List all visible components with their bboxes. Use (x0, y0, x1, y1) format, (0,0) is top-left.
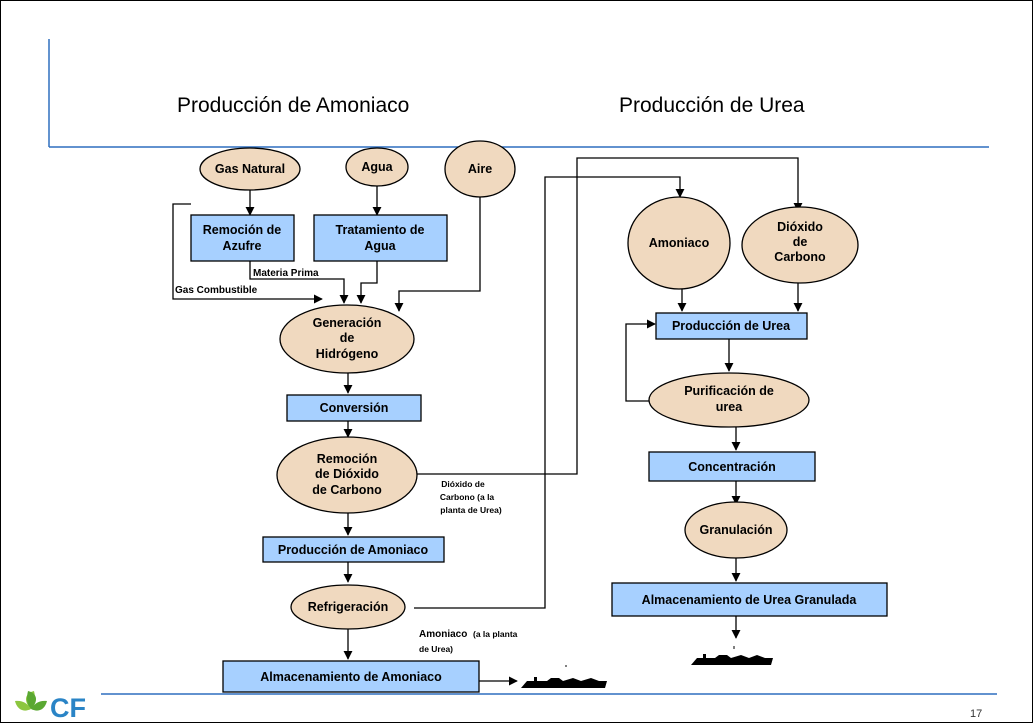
svg-text:Amoniaco: Amoniaco (649, 236, 710, 250)
node-agua: Agua (345, 147, 409, 187)
svg-text:Carbono (a la: Carbono (a la (440, 492, 495, 502)
svg-text:Carbono: Carbono (774, 250, 826, 264)
svg-text:Azufre: Azufre (223, 239, 262, 253)
label-gas-combustible: Gas Combustible (175, 285, 258, 296)
svg-text:Conversión: Conversión (320, 401, 389, 415)
logo-text: CF (50, 693, 86, 722)
svg-text:Amoniaco: Amoniaco (419, 629, 467, 640)
node-produccion-urea: Producción de Urea (655, 312, 808, 340)
svg-text:Dióxido de: Dióxido de (441, 479, 485, 489)
ammonia-connectors (172, 185, 518, 686)
node-conversion: Conversión (286, 394, 422, 422)
svg-text:de: de (340, 331, 355, 345)
svg-text:Dióxido: Dióxido (777, 220, 823, 234)
svg-text:Agua: Agua (361, 160, 393, 174)
node-remocion-azufre: Remoción de Azufre (190, 214, 295, 262)
node-concentracion: Concentración (648, 451, 816, 482)
ship-icon-ammonia (521, 665, 607, 688)
svg-text:de Carbono: de Carbono (312, 483, 382, 497)
ammonia-section-title: Producción de Amoniaco (177, 94, 409, 117)
svg-text:Granulación: Granulación (700, 523, 773, 537)
svg-text:(a la planta: (a la planta (473, 629, 518, 639)
svg-text:de Urea): de Urea) (419, 644, 453, 654)
node-aire: Aire (444, 140, 516, 198)
svg-text:Remoción: Remoción (317, 452, 377, 466)
node-tratamiento-agua: Tratamiento de Agua (313, 214, 448, 262)
urea-section-title: Producción de Urea (619, 94, 805, 117)
svg-text:planta de Urea): planta de Urea) (440, 505, 502, 515)
svg-text:Aire: Aire (468, 162, 492, 176)
svg-text:Purificación de: Purificación de (684, 384, 774, 398)
svg-text:Generación: Generación (313, 316, 382, 330)
node-remocion-co2: Remoción de Dióxido de Carbono (276, 436, 418, 514)
node-amoniaco: Amoniaco (627, 196, 731, 290)
label-materia-prima: Materia Prima (253, 268, 319, 279)
svg-text:Producción de Amoniaco: Producción de Amoniaco (278, 543, 429, 557)
svg-text:Agua: Agua (364, 239, 396, 253)
svg-text:Concentración: Concentración (688, 460, 776, 474)
cf-logo: CF (15, 691, 86, 722)
svg-text:de Dióxido: de Dióxido (315, 467, 379, 481)
leaf-icon (15, 691, 47, 711)
svg-text:de: de (793, 235, 808, 249)
node-dioxido-carbono: Dióxido de Carbono (741, 206, 859, 284)
svg-text:Gas Natural: Gas Natural (215, 162, 285, 176)
svg-text:Refrigeración: Refrigeración (308, 600, 389, 614)
cross-plant-connectors (414, 157, 803, 609)
urea-connectors (625, 283, 803, 639)
node-almacenamiento-amoniaco: Almacenamiento de Amoniaco (222, 660, 480, 693)
svg-text:Hidrógeno: Hidrógeno (316, 347, 379, 361)
label-co2-to-urea: Dióxido de Carbono (a la planta de Urea) (440, 479, 502, 515)
label-amoniaco-to-urea: Amoniaco (a la planta de Urea) (419, 629, 518, 654)
page-number: 17 (970, 708, 982, 720)
node-purificacion-urea: Purificación de urea (648, 372, 810, 428)
node-granulacion: Granulación (684, 501, 788, 559)
node-gas-natural: Gas Natural (199, 147, 301, 191)
node-generacion-hidrogeno: Generación de Hidrógeno (279, 304, 415, 374)
svg-text:urea: urea (716, 400, 743, 414)
svg-text:Producción de Urea: Producción de Urea (672, 319, 791, 333)
svg-text:Remoción de: Remoción de (203, 223, 282, 237)
node-almacenamiento-urea: Almacenamiento de Urea Granulada (611, 582, 888, 617)
ship-icon-urea (691, 646, 773, 665)
svg-text:Almacenamiento de Urea Granula: Almacenamiento de Urea Granulada (642, 593, 858, 607)
svg-text:Tratamiento de: Tratamiento de (336, 223, 425, 237)
node-refrigeracion: Refrigeración (290, 584, 406, 630)
svg-text:Almacenamiento de Amoniaco: Almacenamiento de Amoniaco (260, 670, 442, 684)
node-produccion-amoniaco: Producción de Amoniaco (262, 536, 445, 563)
